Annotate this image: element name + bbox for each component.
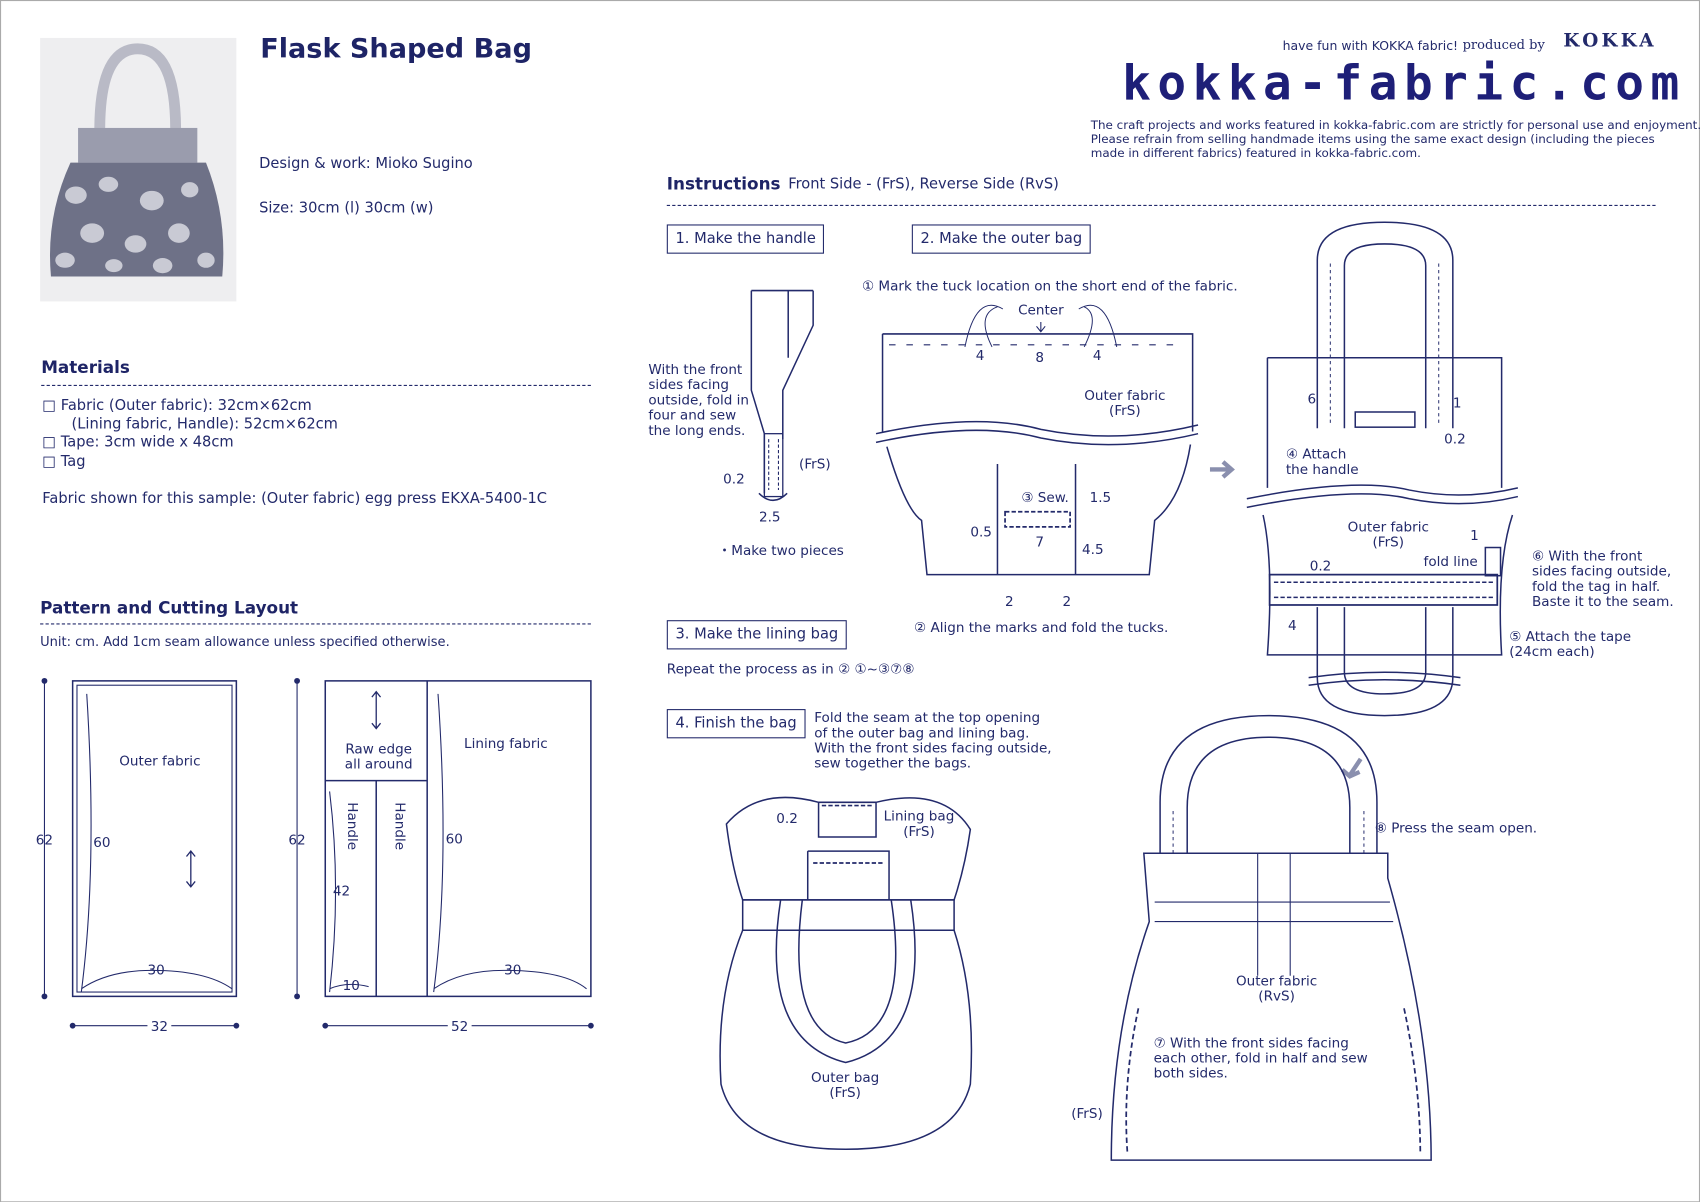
- pattern-label: Lining fabric: [464, 735, 548, 752]
- dimension: 32: [147, 1019, 172, 1035]
- dimension: 42: [332, 882, 351, 899]
- brand-logo: KOKKA: [1563, 30, 1657, 53]
- divider: [41, 384, 591, 386]
- material-item: □ Tag: [42, 453, 86, 471]
- design-credit: Design & work: Mioko Sugino: [259, 155, 473, 173]
- legend: Front Side - (FrS), Reverse Side (RvS): [788, 175, 1059, 193]
- bag-size: Size: 30cm (l) 30cm (w): [259, 199, 434, 217]
- step-4-title: 4. Finish the bag: [666, 709, 806, 739]
- dimension: 0.5: [970, 523, 992, 540]
- dimension: 1: [1452, 394, 1462, 411]
- material-item: □ Fabric (Outer fabric): 32cm×62cm: [42, 396, 312, 415]
- pattern-label: Handle: [344, 802, 362, 851]
- label: fold line: [1423, 552, 1478, 570]
- dimension: 6: [1307, 390, 1317, 407]
- dimension: 0.2: [1444, 430, 1466, 447]
- finished-bag-lining-out-diagram: [719, 796, 973, 1151]
- materials-heading: Materials: [41, 357, 130, 378]
- produced-by: produced by: [1462, 36, 1545, 53]
- bag-photo: [40, 37, 237, 302]
- disclaimer: The craft projects and works featured in…: [1090, 118, 1700, 161]
- note: ⑧ Press the seam open.: [1374, 819, 1538, 836]
- pattern-heading: Pattern and Cutting Layout: [40, 598, 299, 618]
- pattern-label: Outer fabric: [119, 752, 201, 769]
- note: ① Mark the tuck location on the short en…: [861, 277, 1238, 294]
- label: Outer bag(FrS): [810, 1069, 880, 1101]
- step-3-title: 3. Make the lining bag: [666, 620, 847, 650]
- dimension: 60: [445, 830, 463, 847]
- label: Outer fabric(FrS): [1347, 518, 1429, 550]
- outer-bag-diagram: [875, 304, 1199, 576]
- outer-fabric-pattern: [41, 677, 240, 1029]
- note: ⑤ Attach the tape(24cm each): [1509, 627, 1632, 660]
- finished-bag-diagram: [1110, 714, 1432, 1161]
- unit-note: Unit: cm. Add 1cm seam allowance unless …: [40, 634, 450, 650]
- dimension: 4: [1092, 346, 1102, 364]
- label: (FrS): [799, 455, 831, 472]
- page-title: Flask Shaped Bag: [260, 32, 532, 64]
- note: ③ Sew.: [1021, 488, 1069, 506]
- pattern-label: Handle: [392, 802, 409, 851]
- dimension: 0.2: [723, 470, 745, 487]
- dimension: 30: [504, 961, 522, 978]
- step-2-title: 2. Make the outer bag: [911, 224, 1091, 254]
- dimension: 1.5: [1089, 488, 1112, 506]
- dimension: 62: [35, 831, 54, 848]
- fabric-sample: Fabric shown for this sample: (Outer fab…: [42, 490, 547, 508]
- dimension: 62: [288, 831, 306, 848]
- label: Outer fabric(FrS): [1084, 387, 1166, 419]
- dimension: 4: [975, 346, 985, 364]
- label: Lining bag(FrS): [883, 807, 955, 840]
- site-logo: kokka-fabric.com: [1122, 56, 1686, 112]
- material-item: □ Tape: 3cm wide x 48cm: [42, 433, 234, 452]
- note: ② Align the marks and fold the tucks.: [913, 619, 1169, 636]
- dimension: 52: [447, 1019, 472, 1035]
- dimension: 2: [1062, 593, 1072, 610]
- arrow-right-icon: [1209, 460, 1235, 479]
- arrow-down-left-icon: [1340, 757, 1363, 779]
- dimension: 0.2: [1309, 557, 1332, 574]
- dimension: 2.5: [758, 508, 781, 525]
- label: Outer fabric(RvS): [1235, 972, 1318, 1004]
- dimension: 2: [1005, 593, 1014, 610]
- note: ・Make two pieces: [717, 542, 844, 559]
- dimension: 10: [342, 976, 360, 994]
- divider: [40, 623, 591, 625]
- note: Repeat the process as in ② ①~③⑦⑧: [666, 660, 915, 677]
- tagline: have fun with KOKKA fabric!: [1282, 37, 1459, 54]
- dimension: 1: [1470, 526, 1479, 544]
- dimension: 30: [147, 961, 165, 978]
- dimension: 4.5: [1082, 541, 1104, 558]
- outer-bag-with-handle-diagram: [1246, 221, 1519, 717]
- instructions-heading: Instructions: [666, 174, 781, 195]
- label: Center: [1018, 301, 1064, 318]
- dimension: 8: [1035, 349, 1045, 366]
- dimension: 7: [1035, 533, 1045, 550]
- dimension: 60: [93, 833, 111, 851]
- handle-diagram: [750, 289, 814, 502]
- label: (FrS): [1071, 1104, 1103, 1122]
- divider: [666, 204, 1656, 206]
- material-item: (Lining fabric, Handle): 52cm×62cm: [71, 415, 338, 433]
- step-1-title: 1. Make the handle: [666, 224, 825, 254]
- dimension: 0.2: [776, 809, 798, 827]
- dimension: 4: [1288, 616, 1297, 634]
- lining-fabric-pattern: [294, 677, 594, 1029]
